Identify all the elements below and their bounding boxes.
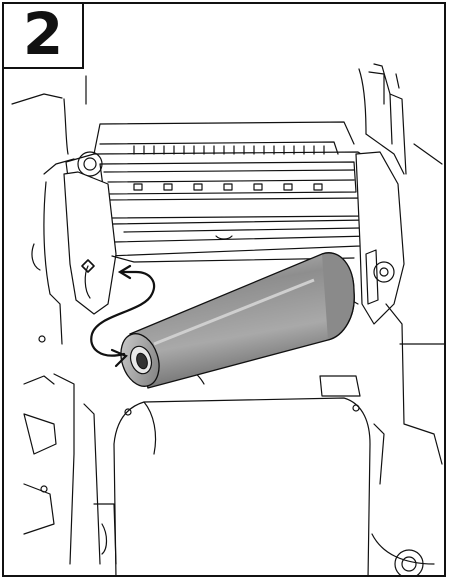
printer-illustration [11,63,444,575]
loading-path-arrow-icon [90,264,156,368]
lid-left-frame [11,93,75,385]
step-badge: 2 [4,4,84,69]
printhead-assembly [63,141,405,325]
step-number: 2 [22,2,64,68]
printer-cover [85,63,443,175]
media-roll [113,397,435,575]
ribbon-roll-icon [120,252,355,389]
instruction-panel: 2 [2,2,446,577]
